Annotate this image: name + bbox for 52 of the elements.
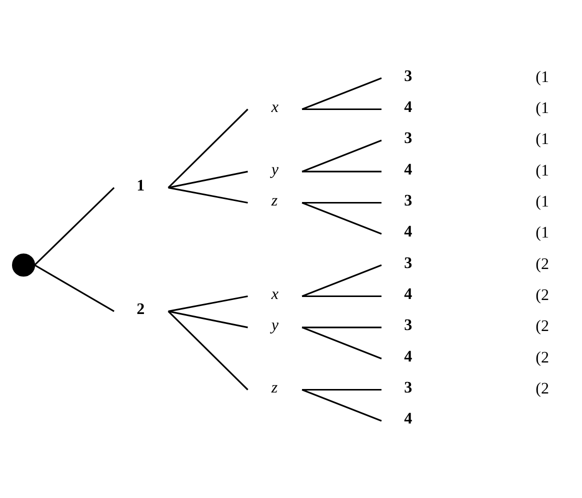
node-text: 3 xyxy=(404,67,412,84)
connector xyxy=(34,186,115,266)
label: (1 xyxy=(536,68,550,86)
node-text: x xyxy=(271,286,279,303)
node-text: 4 xyxy=(404,160,412,178)
connector xyxy=(302,201,382,204)
label: (1 xyxy=(536,130,550,148)
node-text: 3 xyxy=(404,379,412,396)
connector xyxy=(168,294,248,312)
connector xyxy=(168,186,248,204)
label: (2 xyxy=(536,286,550,304)
node-text: 4 xyxy=(404,98,412,116)
node-text: 4 xyxy=(404,348,412,365)
node-text: 4 xyxy=(404,286,412,303)
node-text: 3 xyxy=(404,130,412,147)
node-text: 2 xyxy=(136,300,145,318)
connector xyxy=(168,310,248,390)
node-text: y xyxy=(271,160,279,178)
node-text: 4 xyxy=(404,223,412,240)
node-text: 3 xyxy=(404,254,412,272)
connector xyxy=(302,139,382,172)
label: (1 xyxy=(536,162,550,179)
node-text: 1 xyxy=(136,176,145,194)
node-text: y xyxy=(271,316,279,334)
connector xyxy=(302,326,382,328)
label: (1 xyxy=(536,100,550,117)
connector xyxy=(168,310,248,328)
node-text: 3 xyxy=(404,316,412,334)
node-text: 3 xyxy=(404,192,412,210)
connector xyxy=(302,108,382,110)
connector xyxy=(302,264,382,296)
connector xyxy=(168,108,248,188)
label: (2 xyxy=(536,380,550,398)
connector xyxy=(168,170,248,188)
connector xyxy=(302,388,382,422)
connector xyxy=(302,170,382,172)
node-text: 4 xyxy=(404,410,412,428)
node-circle xyxy=(12,253,36,276)
connector xyxy=(302,388,382,390)
label: (1 xyxy=(536,224,550,242)
label: (2 xyxy=(536,255,550,272)
label: (1 xyxy=(536,193,550,210)
label: (2 xyxy=(536,318,550,335)
label: (2 xyxy=(536,348,550,366)
node-text: z xyxy=(271,192,278,210)
connector xyxy=(34,264,114,312)
node-text: z xyxy=(271,379,278,396)
connector xyxy=(302,202,382,234)
node-text: x xyxy=(271,98,279,116)
connector xyxy=(302,294,382,297)
connector xyxy=(302,76,382,110)
connector xyxy=(302,326,382,359)
